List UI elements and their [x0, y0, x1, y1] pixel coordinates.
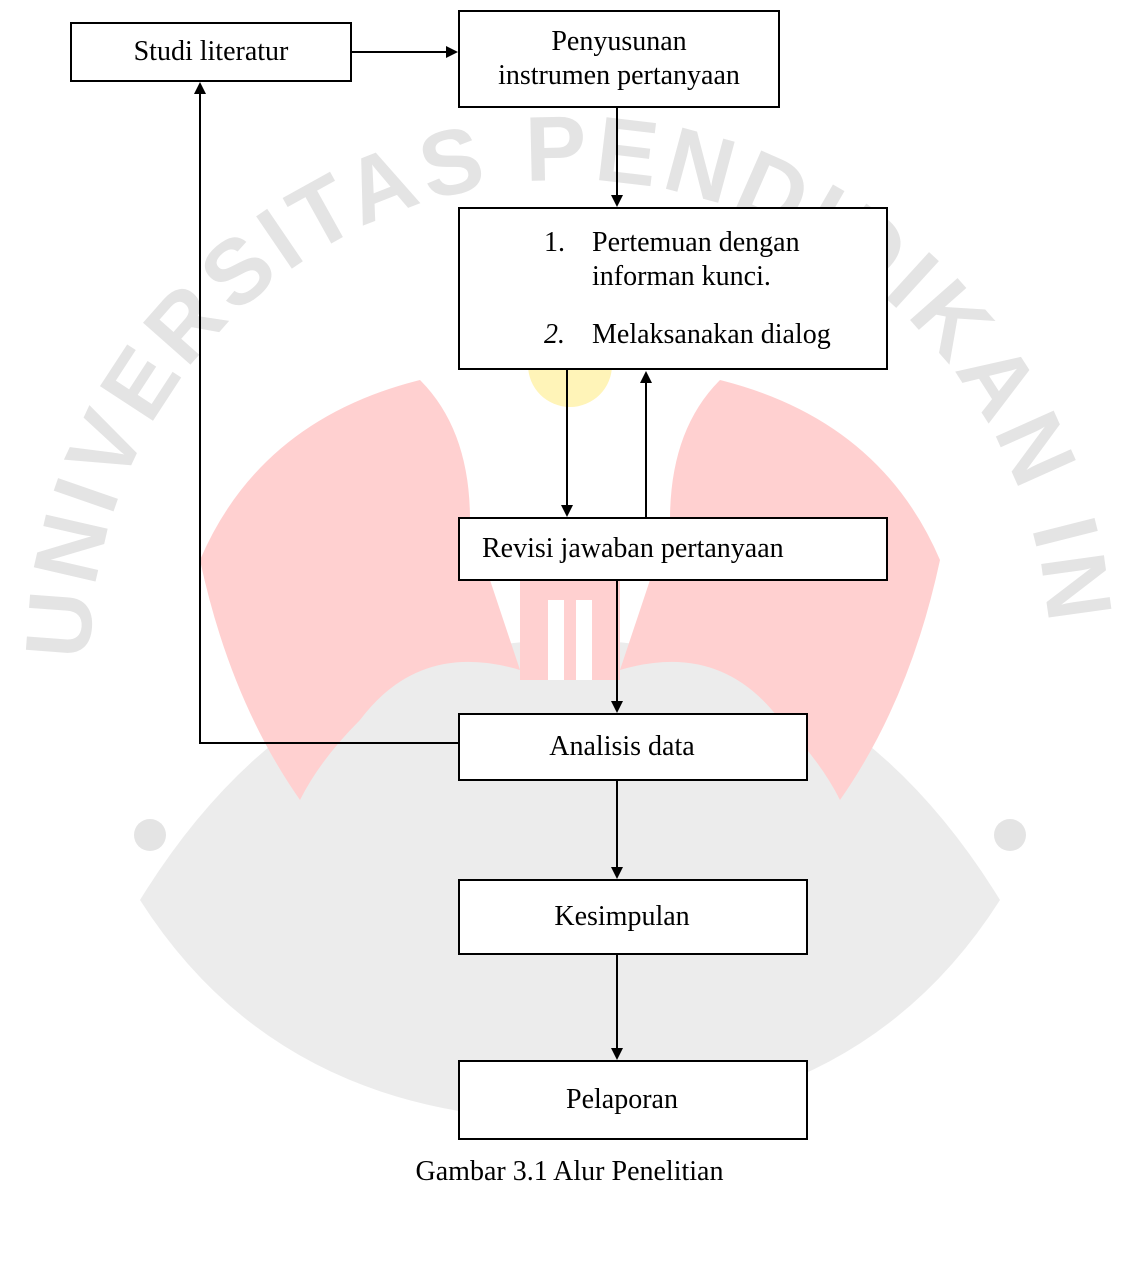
watermark-white-bar-left [548, 600, 564, 680]
list-text-pertemuan-line-1: Pertemuan dengan [592, 227, 800, 258]
node-penyusunan-line-1: Penyusunan [551, 26, 687, 57]
node-penyusunan-instrumen: Penyusunan instrumen pertanyaan [458, 10, 780, 108]
watermark-red-wing-right [620, 380, 940, 800]
list-text-pertemuan-line-2: informan kunci. [592, 261, 771, 292]
watermark-white-bar-right [576, 600, 592, 680]
node-pelaporan: Pelaporan [458, 1060, 808, 1140]
list-text-dialog: Melaksanakan dialog [592, 319, 831, 350]
node-studi-literatur: Studi literatur [70, 22, 352, 82]
node-studi-literatur-label: Studi literatur [133, 36, 289, 67]
node-revisi: Revisi jawaban pertanyaan [458, 517, 888, 581]
node-kesimpulan-label: Kesimpulan [554, 901, 690, 932]
node-penyusunan-line-2: instrumen pertanyaan [498, 60, 740, 91]
watermark-bullet-right [994, 819, 1026, 851]
list-number-1: 1. [544, 227, 565, 258]
arrow-analisis-to-studi [194, 82, 460, 744]
watermark-red-wing-left [200, 380, 520, 800]
node-analisis-data: Analisis data [458, 713, 808, 781]
node-revisi-label: Revisi jawaban pertanyaan [482, 533, 784, 564]
list-number-2: 2. [544, 319, 565, 350]
node-pelaporan-label: Pelaporan [566, 1084, 678, 1115]
node-kesimpulan: Kesimpulan [458, 879, 808, 955]
watermark-bullet-left [134, 819, 166, 851]
node-pertemuan-dialog: 1. Pertemuan dengan informan kunci. 2. M… [458, 207, 888, 370]
node-analisis-label: Analisis data [549, 731, 695, 762]
figure-caption: Gambar 3.1 Alur Penelitian [415, 1156, 724, 1187]
list-text-pertemuan: Pertemuan dengan informan kunci. [592, 226, 892, 294]
